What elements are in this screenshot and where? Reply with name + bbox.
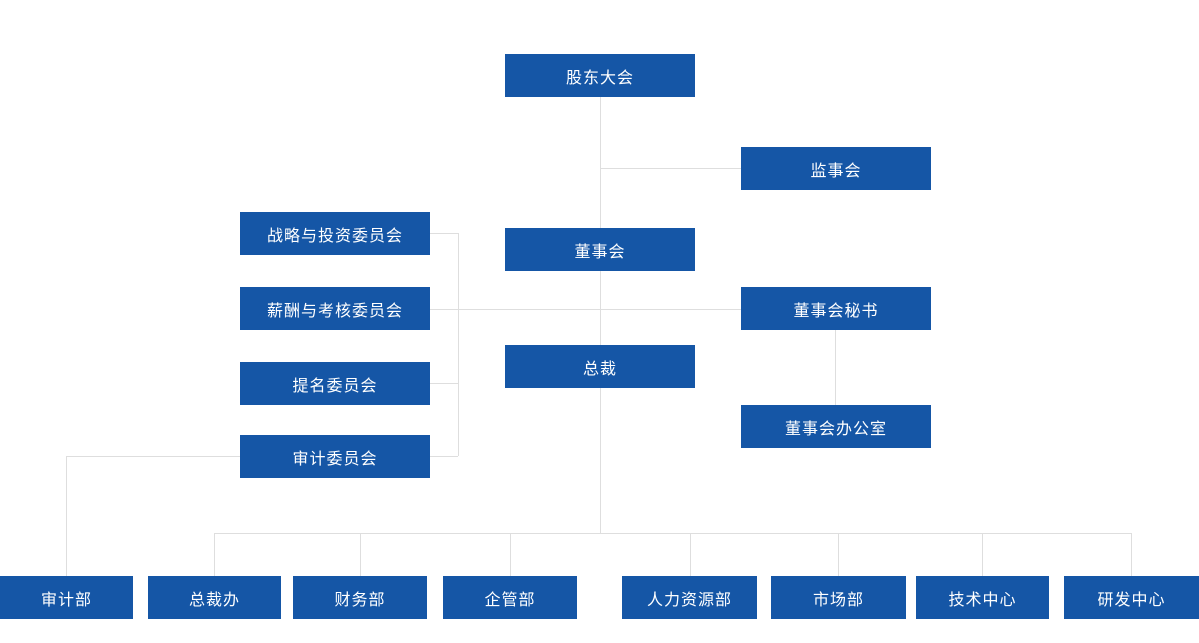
org-node-enterprise-mgmt-dept: 企管部: [443, 576, 577, 619]
connector-audit-committee-to-audit-dept: [66, 456, 67, 576]
connector-audit-committee-stub: [430, 456, 458, 457]
org-node-marketing-dept: 市场部: [771, 576, 906, 619]
connector-drop-enterprise-mgmt: [510, 533, 511, 576]
connector-branch-to-supervisory: [600, 168, 741, 169]
connector-drop-technology: [982, 533, 983, 576]
connector-board-to-president: [600, 271, 601, 345]
org-node-board-office: 董事会办公室: [741, 405, 931, 448]
connector-audit-committee-left-line: [66, 456, 240, 457]
connector-drop-finance: [360, 533, 361, 576]
connector-shareholders-to-board: [600, 97, 601, 228]
connector-bottom-distribution-bus: [214, 533, 1131, 534]
connector-secretary-to-board-office: [835, 330, 836, 405]
connector-drop-rd: [1131, 533, 1132, 576]
org-node-finance-dept: 财务部: [293, 576, 427, 619]
org-node-strategy-investment-committee: 战略与投资委员会: [240, 212, 430, 255]
org-node-rd-center: 研发中心: [1064, 576, 1199, 619]
org-node-nomination-committee: 提名委员会: [240, 362, 430, 405]
org-node-hr-dept: 人力资源部: [622, 576, 757, 619]
org-node-audit-dept: 审计部: [0, 576, 133, 619]
org-node-compensation-assessment-committee: 薪酬与考核委员会: [240, 287, 430, 330]
connector-nomination-stub: [430, 383, 458, 384]
org-node-president: 总裁: [505, 345, 695, 388]
org-node-supervisory-board: 监事会: [741, 147, 931, 190]
connector-drop-hr: [690, 533, 691, 576]
connector-committees-vertical-bus: [458, 233, 459, 456]
connector-drop-marketing: [838, 533, 839, 576]
org-node-president-office: 总裁办: [148, 576, 281, 619]
connector-committees-to-secretary: [430, 309, 741, 310]
org-node-board-of-directors: 董事会: [505, 228, 695, 271]
org-node-shareholders-meeting: 股东大会: [505, 54, 695, 97]
org-node-audit-committee: 审计委员会: [240, 435, 430, 478]
connector-president-to-bottom-bus: [600, 388, 601, 533]
org-node-board-secretary: 董事会秘书: [741, 287, 931, 330]
org-node-technology-center: 技术中心: [916, 576, 1049, 619]
connector-drop-president-office: [214, 533, 215, 576]
connector-strategy-stub: [430, 233, 458, 234]
